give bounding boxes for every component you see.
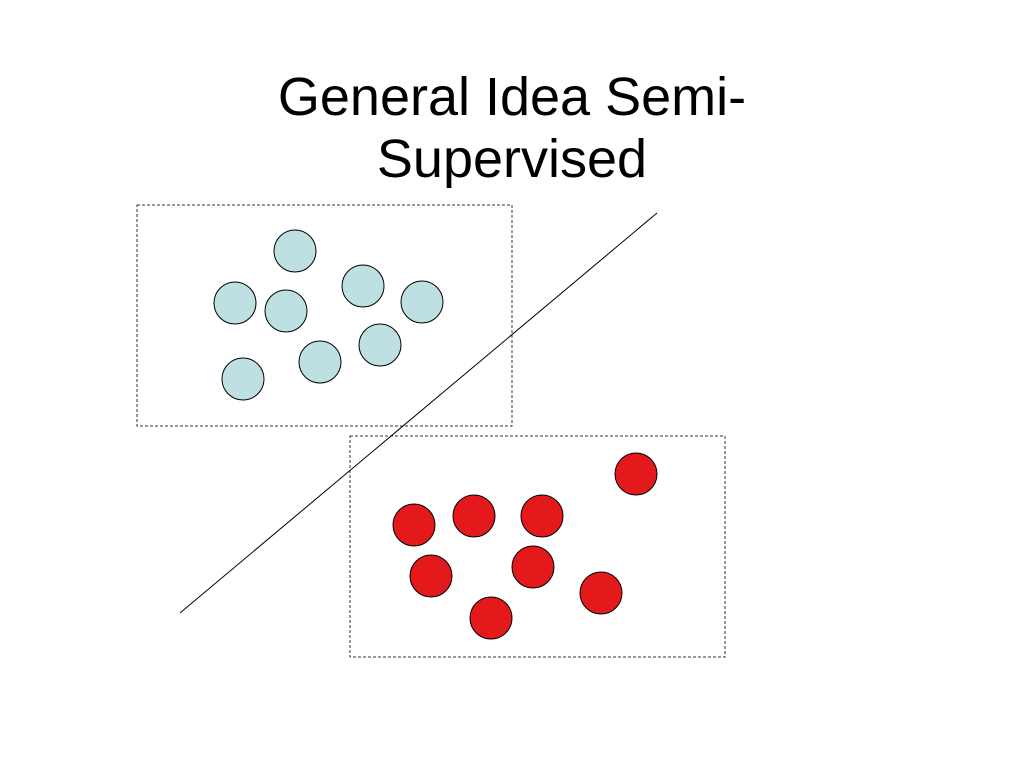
blue-point (221, 357, 265, 401)
blue-point (298, 340, 342, 384)
blue-point (213, 281, 257, 325)
slide-title-line-1: General Idea Semi- (277, 67, 747, 127)
red-point (452, 494, 496, 538)
decision-boundary-line (179, 212, 658, 614)
cluster-box-red (349, 435, 726, 658)
red-point (511, 545, 555, 589)
blue-point (264, 289, 308, 333)
red-point (614, 452, 658, 496)
slide-title: General Idea Semi- Supervised (0, 66, 1024, 190)
red-point (520, 494, 564, 538)
slide-title-line-2: Supervised (376, 129, 648, 189)
class-blue-points (213, 229, 444, 401)
blue-point (400, 280, 444, 324)
red-point (579, 571, 623, 615)
red-point (392, 503, 436, 547)
blue-point (358, 323, 402, 367)
cluster-box-blue (136, 204, 513, 427)
red-point (469, 596, 513, 640)
class-red-points (392, 452, 658, 640)
red-point (409, 554, 453, 598)
blue-point (273, 229, 317, 273)
blue-point (341, 264, 385, 308)
